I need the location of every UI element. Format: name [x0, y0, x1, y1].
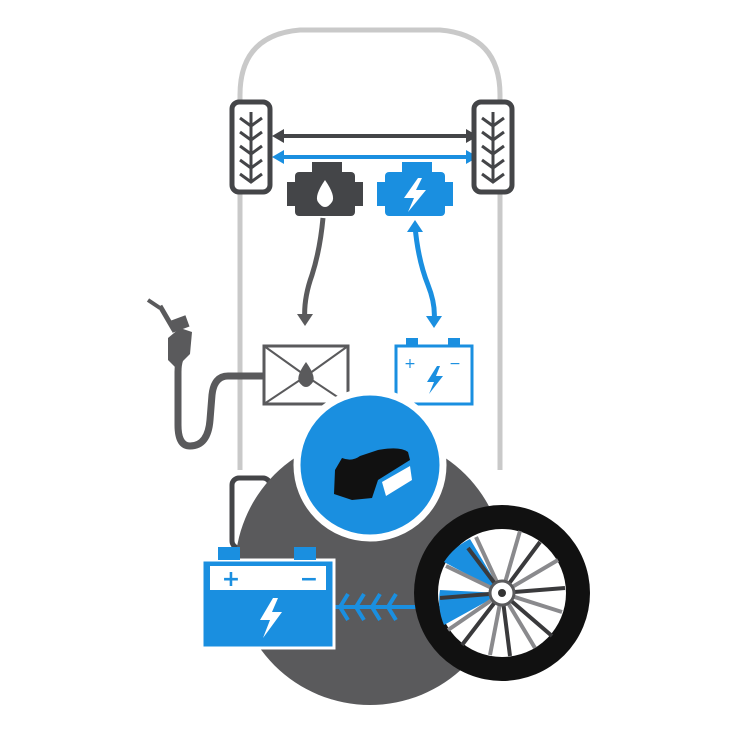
brake-pedal-icon	[293, 388, 447, 542]
small-battery-icon: + −	[394, 338, 474, 406]
small-battery-plus: +	[404, 356, 416, 372]
small-battery-minus: −	[449, 356, 461, 372]
front-left-tire-icon	[229, 99, 273, 195]
fuel-tank-icon	[262, 344, 350, 406]
large-battery-icon: + −	[200, 547, 336, 650]
large-battery-plus: +	[222, 567, 240, 592]
fuel-line	[297, 217, 326, 326]
electric-motor-icon	[377, 162, 453, 216]
combustion-engine-icon	[287, 162, 363, 216]
large-battery-minus: −	[300, 567, 318, 592]
car-body-outline	[237, 27, 503, 470]
regen-energy-arrows	[334, 592, 420, 622]
front-axle	[272, 129, 478, 164]
front-right-tire-icon	[471, 99, 515, 195]
electric-line	[407, 220, 442, 328]
fuel-nozzle-icon	[146, 298, 264, 450]
wheel-icon	[414, 505, 590, 681]
